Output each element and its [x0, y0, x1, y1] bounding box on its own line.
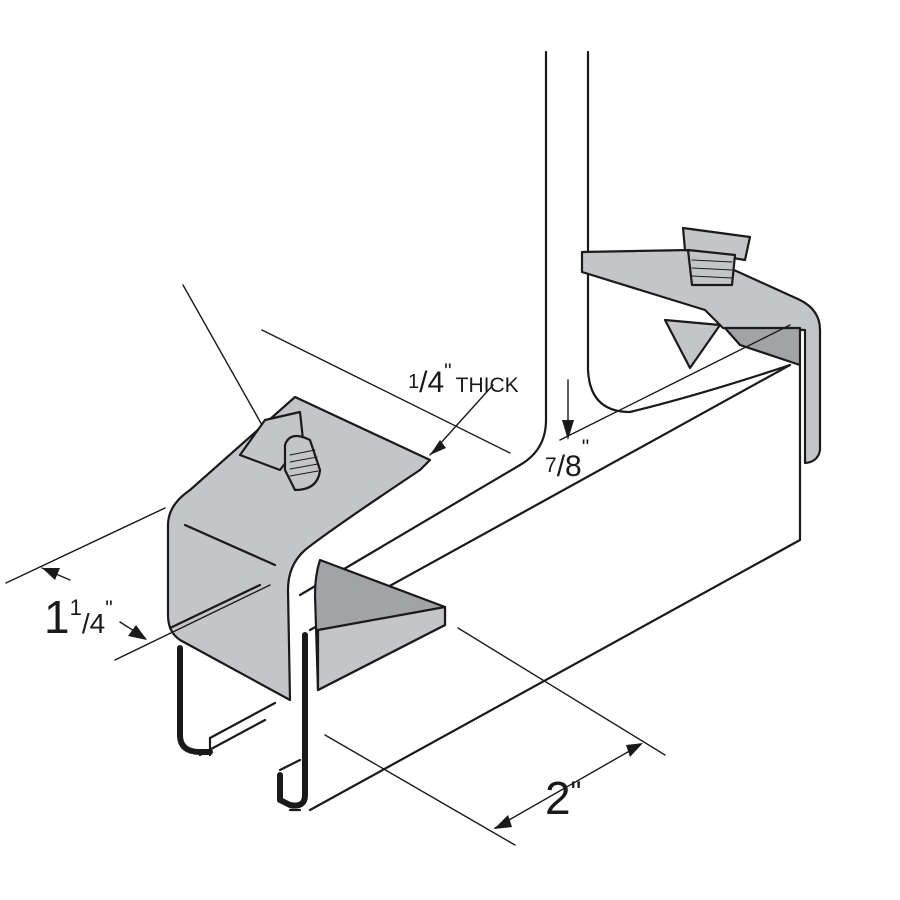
width-unit: " — [105, 597, 113, 620]
width-numerator: 1 — [69, 595, 82, 620]
bite-label: 7/8" — [545, 437, 589, 483]
length-unit: " — [570, 776, 582, 809]
length-label: 2" — [545, 775, 581, 821]
length-value: 2 — [545, 772, 571, 824]
thickness-suffix: THICK — [455, 374, 519, 397]
thickness-denominator: 4 — [427, 366, 445, 399]
fraction-slash: / — [81, 608, 90, 639]
beam-web — [298, 50, 792, 597]
right-beam-clamp — [580, 226, 822, 465]
dimension-arrowheads — [42, 420, 643, 829]
bite-unit: " — [581, 436, 590, 459]
thickness-numerator: 1 — [408, 371, 420, 393]
thickness-unit: " — [444, 360, 452, 383]
fraction-slash: / — [419, 366, 428, 399]
bite-denominator: 8 — [565, 450, 582, 483]
width-whole: 1 — [44, 591, 70, 643]
thickness-label: 1/4"THICK — [408, 361, 519, 399]
width-denominator: 4 — [89, 608, 106, 639]
left-beam-clamp — [166, 395, 447, 809]
fraction-slash: / — [556, 450, 566, 483]
width-label: 11/4" — [44, 594, 113, 640]
bite-numerator: 7 — [545, 454, 557, 477]
